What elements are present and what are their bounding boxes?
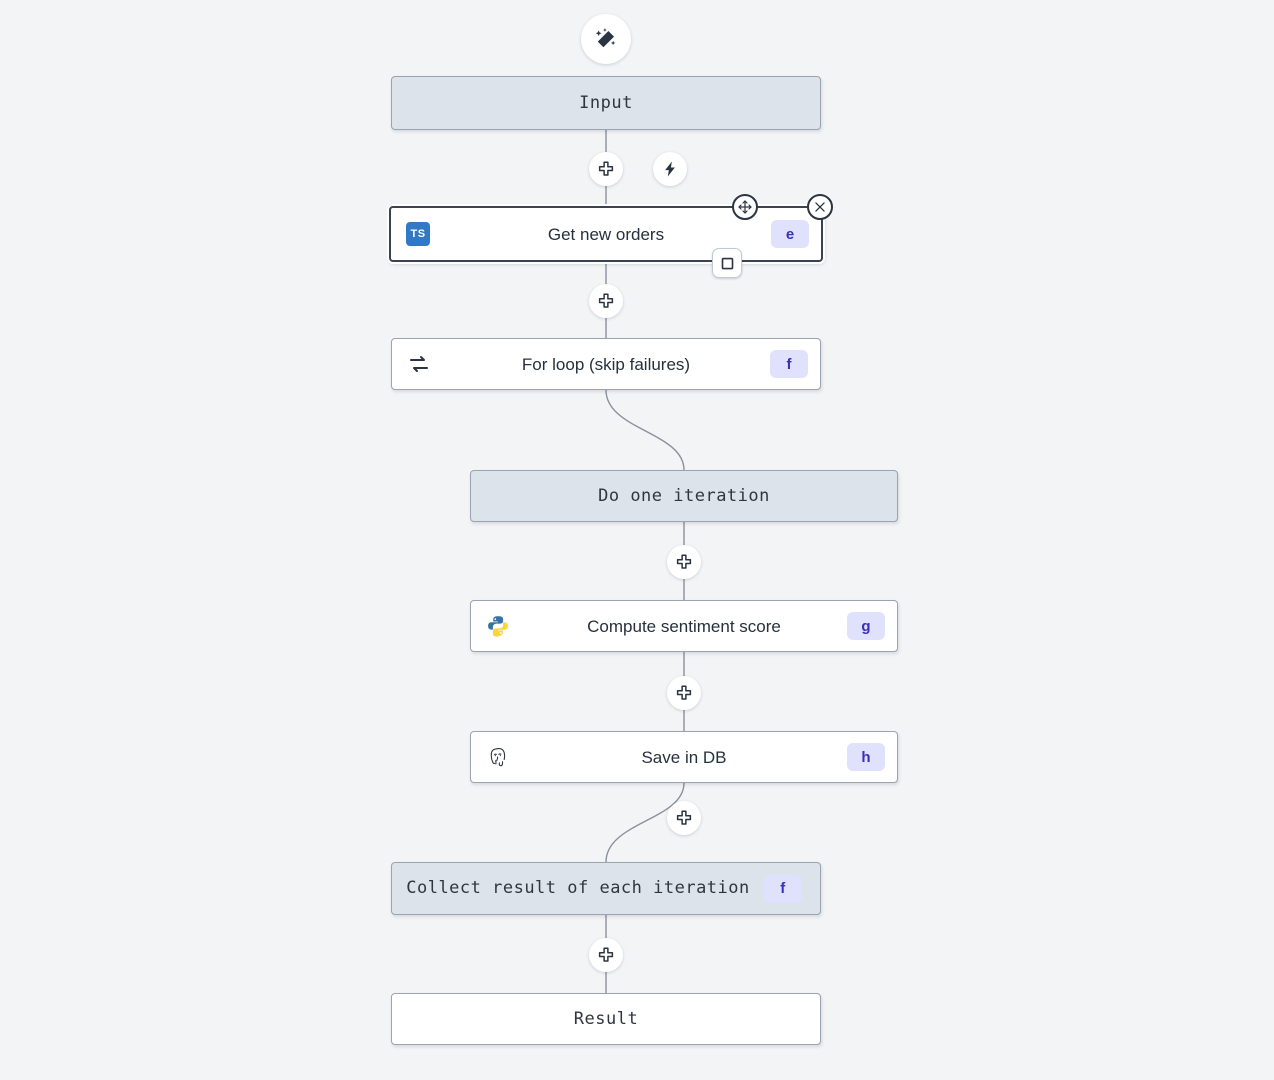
add-step-button-after-collect[interactable] [589,938,623,972]
node-for-loop[interactable]: For loop (skip failures) f [391,338,821,390]
add-step-icon [676,554,692,569]
node-for-loop-badge: f [770,350,808,378]
node-collect-result[interactable]: Collect result of each iteration f [391,862,821,915]
add-step-icon [598,161,614,176]
edge-forloop-to-iteration [605,389,685,471]
postgresql-icon [485,744,511,770]
node-compute-sentiment-badge: g [847,612,885,640]
branch-toggle-button[interactable] [712,248,742,278]
add-step-icon [676,810,692,825]
ai-magic-button[interactable] [581,14,631,64]
node-collect-result-label: Collect result of each iteration [406,878,750,898]
add-step-button-after-save[interactable] [667,801,701,835]
magic-wand-icon [595,28,616,48]
close-handle[interactable] [807,194,833,220]
node-compute-sentiment[interactable]: Compute sentiment score g [470,600,898,652]
node-collect-result-badge: f [763,874,802,903]
python-icon [485,613,511,639]
close-icon [815,202,825,212]
node-for-loop-label: For loop (skip failures) [521,354,691,374]
node-save-in-db-label: Save in DB [641,747,727,767]
loop-icon [406,351,432,377]
node-input-label: Input [579,92,633,113]
node-do-one-iteration[interactable]: Do one iteration [470,470,898,522]
square-icon [721,257,733,269]
add-step-button-after-compute[interactable] [667,676,701,710]
node-get-new-orders-badge: e [771,220,809,248]
add-step-icon [676,685,692,700]
node-do-one-iteration-label: Do one iteration [598,485,770,506]
node-result-label: Result [573,1008,639,1029]
lightning-icon [665,161,675,177]
trigger-button[interactable] [653,152,687,186]
add-step-button-after-input[interactable] [589,152,623,186]
node-get-new-orders[interactable]: TS Get new orders e [389,206,823,262]
move-icon [738,200,752,214]
add-step-button-after-orders[interactable] [589,284,623,318]
node-get-new-orders-label: Get new orders [547,224,665,244]
typescript-icon: TS [405,221,431,247]
add-step-button-after-iteration[interactable] [667,545,701,579]
add-step-icon [598,293,614,308]
move-handle[interactable] [732,194,758,220]
add-step-icon [598,947,614,962]
node-result[interactable]: Result [391,993,821,1045]
node-input[interactable]: Input [391,76,821,130]
node-save-in-db[interactable]: Save in DB h [470,731,898,783]
node-compute-sentiment-label: Compute sentiment score [587,616,781,636]
node-save-in-db-badge: h [847,743,885,771]
